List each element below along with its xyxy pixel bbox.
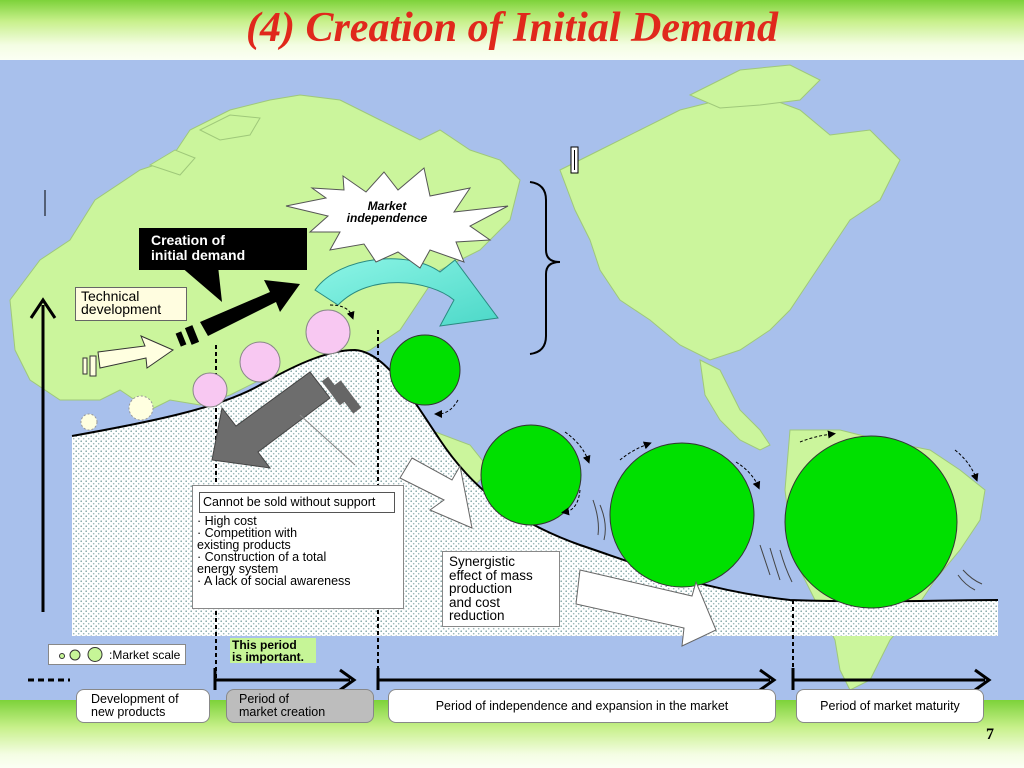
support-item: · Competition with [197, 526, 298, 540]
period-maturity: Period of market maturity [796, 689, 984, 723]
page-title: (4) Creation of Initial Demand [245, 5, 779, 51]
syn-line-2: effect of mass [449, 567, 533, 583]
support-title: Cannot be sold without support [199, 492, 395, 513]
circle-green-3 [609, 442, 755, 588]
circle-green-4 [784, 435, 958, 609]
market-independence-line-1: Market [367, 199, 407, 213]
support-list: · High cost · Competition with existing … [197, 514, 351, 588]
independence-arrow [314, 258, 499, 327]
header-band [0, 0, 1024, 60]
market-independence-label: Market independence [335, 200, 439, 224]
page-number: 7 [986, 726, 994, 743]
synergistic-effect-label: Synergistic effect of mass production an… [442, 551, 560, 627]
synergy-arrow-upper [399, 457, 473, 529]
market-scale-legend: :Market scale [48, 644, 186, 665]
circle-dev-small [80, 413, 98, 431]
period-dev-line-1: Development of [91, 692, 179, 706]
synergy-arrow-lower [575, 569, 717, 647]
support-item: · Construction of a total [197, 550, 327, 564]
island-arctic-mid [148, 149, 196, 176]
important-line-2: is important. [232, 650, 305, 664]
market-scale-text: :Market scale [109, 648, 181, 662]
creation-line-1: Creation of [151, 232, 225, 248]
period-creation-line-2: market creation [239, 705, 326, 719]
right-brace [529, 181, 561, 355]
support-connector [299, 414, 356, 466]
period-independence-text: Period of independence and expansion in … [435, 698, 729, 713]
support-item: existing products [197, 538, 291, 552]
support-item: · A lack of social awareness [197, 574, 351, 588]
circle-pink-1 [192, 372, 228, 408]
island-greenland [688, 64, 821, 109]
circle-pink-2 [239, 341, 281, 383]
period-dev-line-2: new products [91, 705, 166, 719]
market-independence-burst [285, 167, 509, 269]
continent-north-america [559, 94, 901, 361]
rotation-marks [329, 304, 979, 516]
market-curve [71, 348, 999, 603]
syn-line-1: Synergistic [449, 554, 516, 569]
syn-line-3: production [449, 581, 513, 596]
support-item: · High cost [197, 514, 257, 528]
support-box: Cannot be sold without support · High co… [192, 485, 404, 609]
period-creation-line-1: Period of [239, 692, 290, 706]
period-market-creation: Period of market creation [226, 689, 374, 723]
this-period-important: This period is important. [230, 638, 316, 663]
callout-pointer [180, 266, 222, 302]
circle-green-2 [480, 424, 582, 526]
support-item: energy system [197, 562, 279, 576]
period-development: Development of new products [76, 689, 210, 723]
tech-line-1: Technical [81, 288, 140, 304]
scale-circles-icon [59, 647, 103, 662]
creation-line-2: initial demand [151, 247, 246, 263]
important-line-1: This period [232, 638, 297, 652]
period-maturity-text: Period of market maturity [820, 698, 960, 713]
creation-initial-demand-label: Creation of initial demand [139, 228, 307, 270]
support-arrow [211, 371, 362, 469]
market-circles [80, 309, 958, 609]
circle-pink-3 [305, 309, 351, 355]
island-arctic-left [198, 114, 261, 141]
tech-line-2: development [81, 301, 162, 317]
y-axis-head [29, 297, 57, 319]
tech-arrow [82, 335, 175, 377]
circle-dev-medium [128, 395, 154, 421]
syn-line-5: reduction [449, 608, 505, 623]
syn-line-4: and cost [449, 594, 501, 610]
market-independence-line-2: independence [346, 211, 428, 225]
continent-central-america [699, 359, 771, 451]
technical-development-label: Technical development [75, 287, 187, 321]
demand-arrow [175, 280, 300, 347]
timeline [28, 668, 992, 692]
motion-lines [592, 499, 983, 591]
circle-green-1 [389, 334, 461, 406]
period-independence: Period of independence and expansion in … [388, 689, 776, 723]
